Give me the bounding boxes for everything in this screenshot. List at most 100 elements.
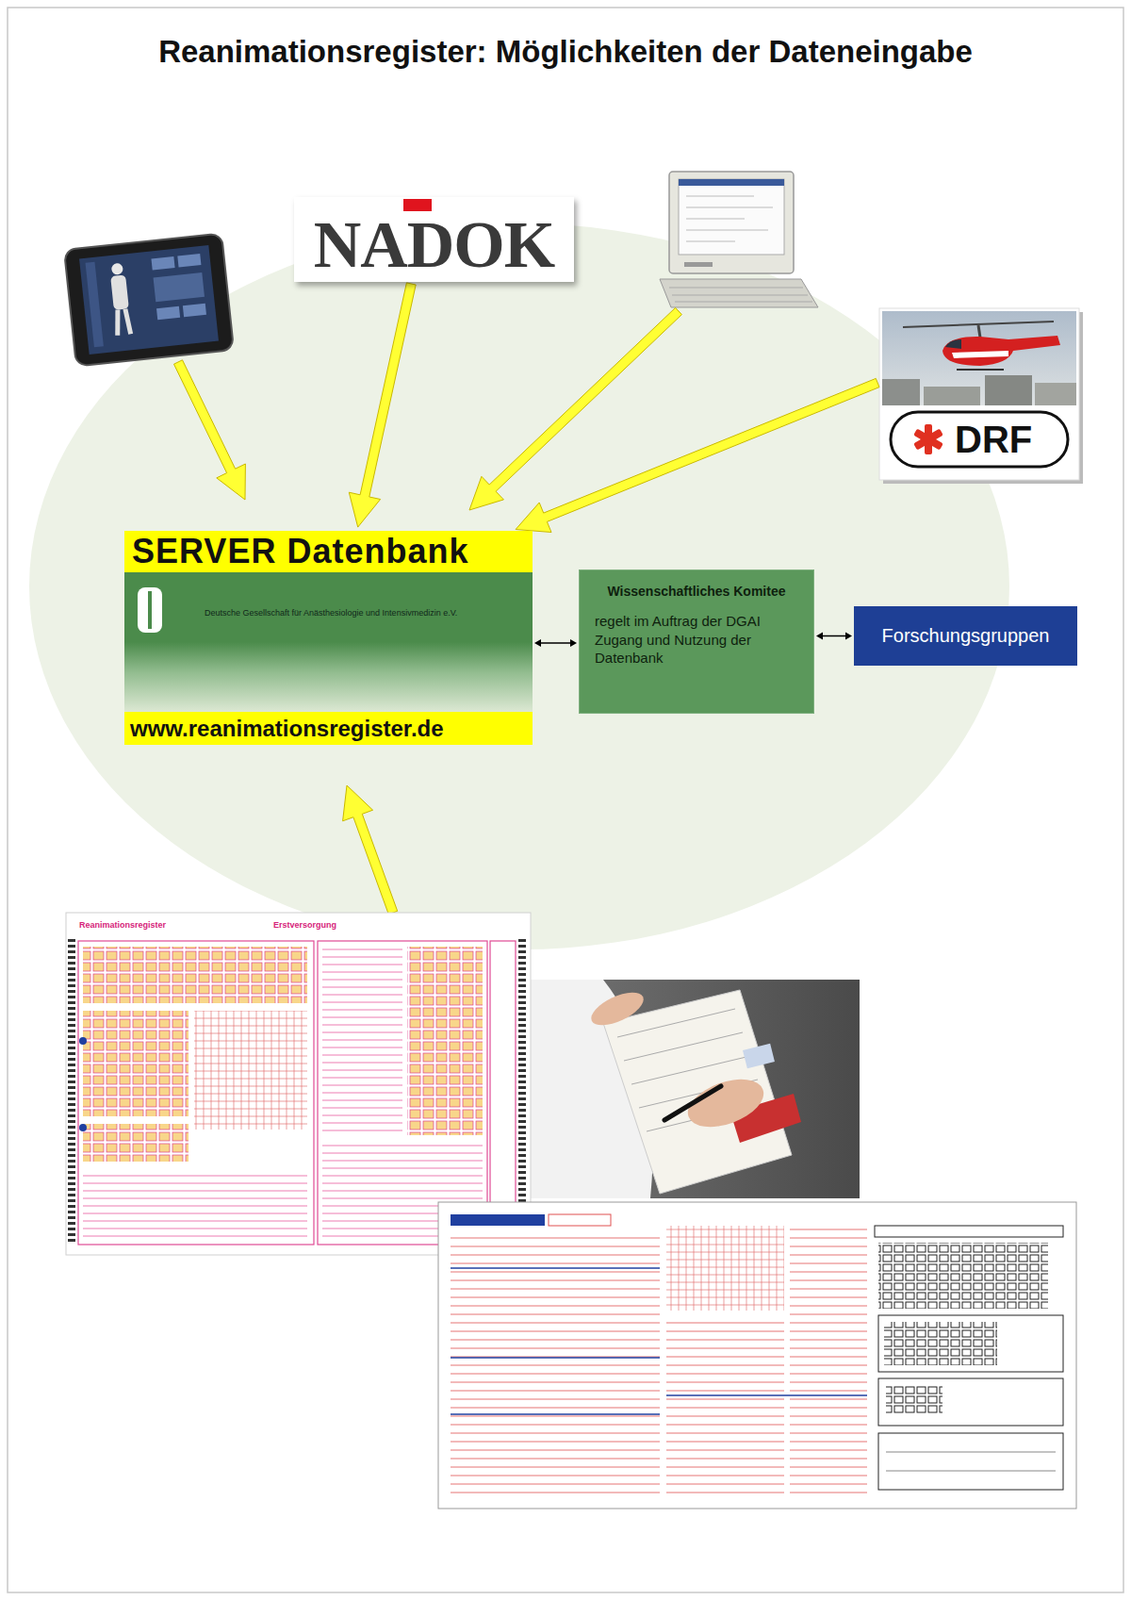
barcode [518, 937, 526, 1245]
form-grid [82, 1123, 189, 1162]
rotor-mast [978, 325, 981, 338]
form-section [878, 1377, 1064, 1426]
society-logo [137, 587, 163, 633]
helicopter-photo [879, 308, 1083, 484]
paper-line [623, 1032, 743, 1061]
logo-text: DRF [879, 411, 1080, 467]
committee-box: Wissenschaftliches Komitee regelt im Auft… [578, 569, 815, 714]
label-wrap: Reanimationsregister [79, 919, 166, 930]
form-header [548, 1213, 611, 1226]
box-heading: SERVER Datenbank [124, 530, 533, 573]
society-name: Deutsche Gesellschaft für Anästhesiologi… [124, 572, 533, 712]
form-line [885, 1451, 1056, 1453]
box-body: regelt im Auftrag der DGAI Zugang und Nu… [587, 611, 806, 668]
screen-button [150, 256, 175, 270]
database-box: SERVER DatenbankDeutsche Gesellschaft fü… [124, 530, 533, 745]
screen-button [177, 253, 201, 267]
logo-box: NADOK [294, 196, 574, 282]
paper-line [631, 1055, 751, 1084]
star-arm [913, 428, 944, 451]
figure-body [110, 274, 130, 310]
tablet-body [64, 233, 234, 367]
logo-bar [147, 590, 152, 629]
form-label: Reanimationsregister [79, 919, 166, 930]
form-line [885, 1470, 1056, 1472]
form-divider [450, 1412, 660, 1415]
photo-ground [514, 979, 860, 1198]
form-grid [82, 946, 308, 1003]
box-heading: Wissenschaftliches Komitee [587, 583, 806, 599]
figure-leg [125, 308, 132, 334]
clipboard-photo [514, 979, 860, 1198]
screen-line [686, 218, 745, 220]
form-chart [666, 1225, 785, 1311]
building [882, 378, 920, 406]
form-lines [666, 1317, 785, 1495]
paper-box [742, 1043, 775, 1069]
double-arrow [534, 639, 577, 647]
background-ellipse [29, 223, 1010, 950]
form-divider [666, 1393, 868, 1396]
form-section [878, 1432, 1064, 1490]
title-wrap: Reanimationsregister: Möglichkeiten der … [0, 33, 1131, 70]
monitor-screen [678, 179, 785, 255]
input-arrow [348, 282, 416, 527]
page-frame [7, 7, 1124, 1592]
form-section [878, 1314, 1064, 1372]
form-lines [322, 946, 403, 1135]
key-row [669, 287, 804, 289]
star-arm [913, 428, 944, 451]
form-label: Erstversorgung [273, 919, 337, 930]
group-box: Forschungsgruppen [853, 606, 1078, 666]
screen-line [686, 229, 769, 231]
window-bar [678, 179, 785, 186]
keyboard [659, 278, 819, 308]
tablet-screen [79, 245, 219, 355]
form-lines [82, 1168, 308, 1240]
screen-button [156, 306, 181, 320]
input-arrow [174, 360, 246, 500]
form-grid [884, 1321, 998, 1365]
form-section [490, 940, 516, 1245]
computer-icon [659, 171, 819, 308]
form-dot [79, 1123, 87, 1131]
screen-sidebar [85, 262, 104, 348]
form-sheet [438, 1201, 1077, 1508]
second-form [438, 1201, 1077, 1508]
form-grid [407, 946, 483, 1135]
form-grid [878, 1242, 1049, 1309]
building [1034, 382, 1077, 406]
photo-frame [879, 308, 1080, 480]
input-arrow [343, 785, 398, 915]
form-header [874, 1225, 1064, 1237]
hand [586, 985, 648, 1033]
paper-line [617, 1008, 736, 1037]
logo-star [913, 424, 944, 455]
logo-mark [403, 198, 432, 212]
form-section [78, 940, 314, 1245]
form-dot [79, 1036, 87, 1045]
monitor-badge [684, 262, 713, 267]
form-lines [789, 1225, 868, 1495]
url-text: www.reanimationsregister.de [124, 711, 533, 745]
form-grid [82, 1010, 189, 1116]
paper [603, 989, 792, 1194]
form-table [194, 1010, 308, 1130]
form-divider [450, 1266, 660, 1269]
screen-button [182, 303, 207, 317]
pen [664, 1085, 722, 1120]
label-wrap: Erstversorgung [273, 919, 337, 930]
logo-text: NADOK [294, 212, 574, 279]
diagram-title: Reanimationsregister: Möglichkeiten der … [0, 33, 1131, 70]
key-row [672, 295, 808, 296]
screen-line [686, 196, 754, 197]
helicopter-window [945, 339, 962, 349]
helicopter-body [942, 335, 1061, 366]
double-arrow [816, 632, 853, 640]
form-divider [450, 1356, 660, 1359]
tablet-icon [64, 233, 234, 367]
key-row [674, 301, 813, 303]
form-section [317, 940, 488, 1245]
building [923, 386, 981, 406]
